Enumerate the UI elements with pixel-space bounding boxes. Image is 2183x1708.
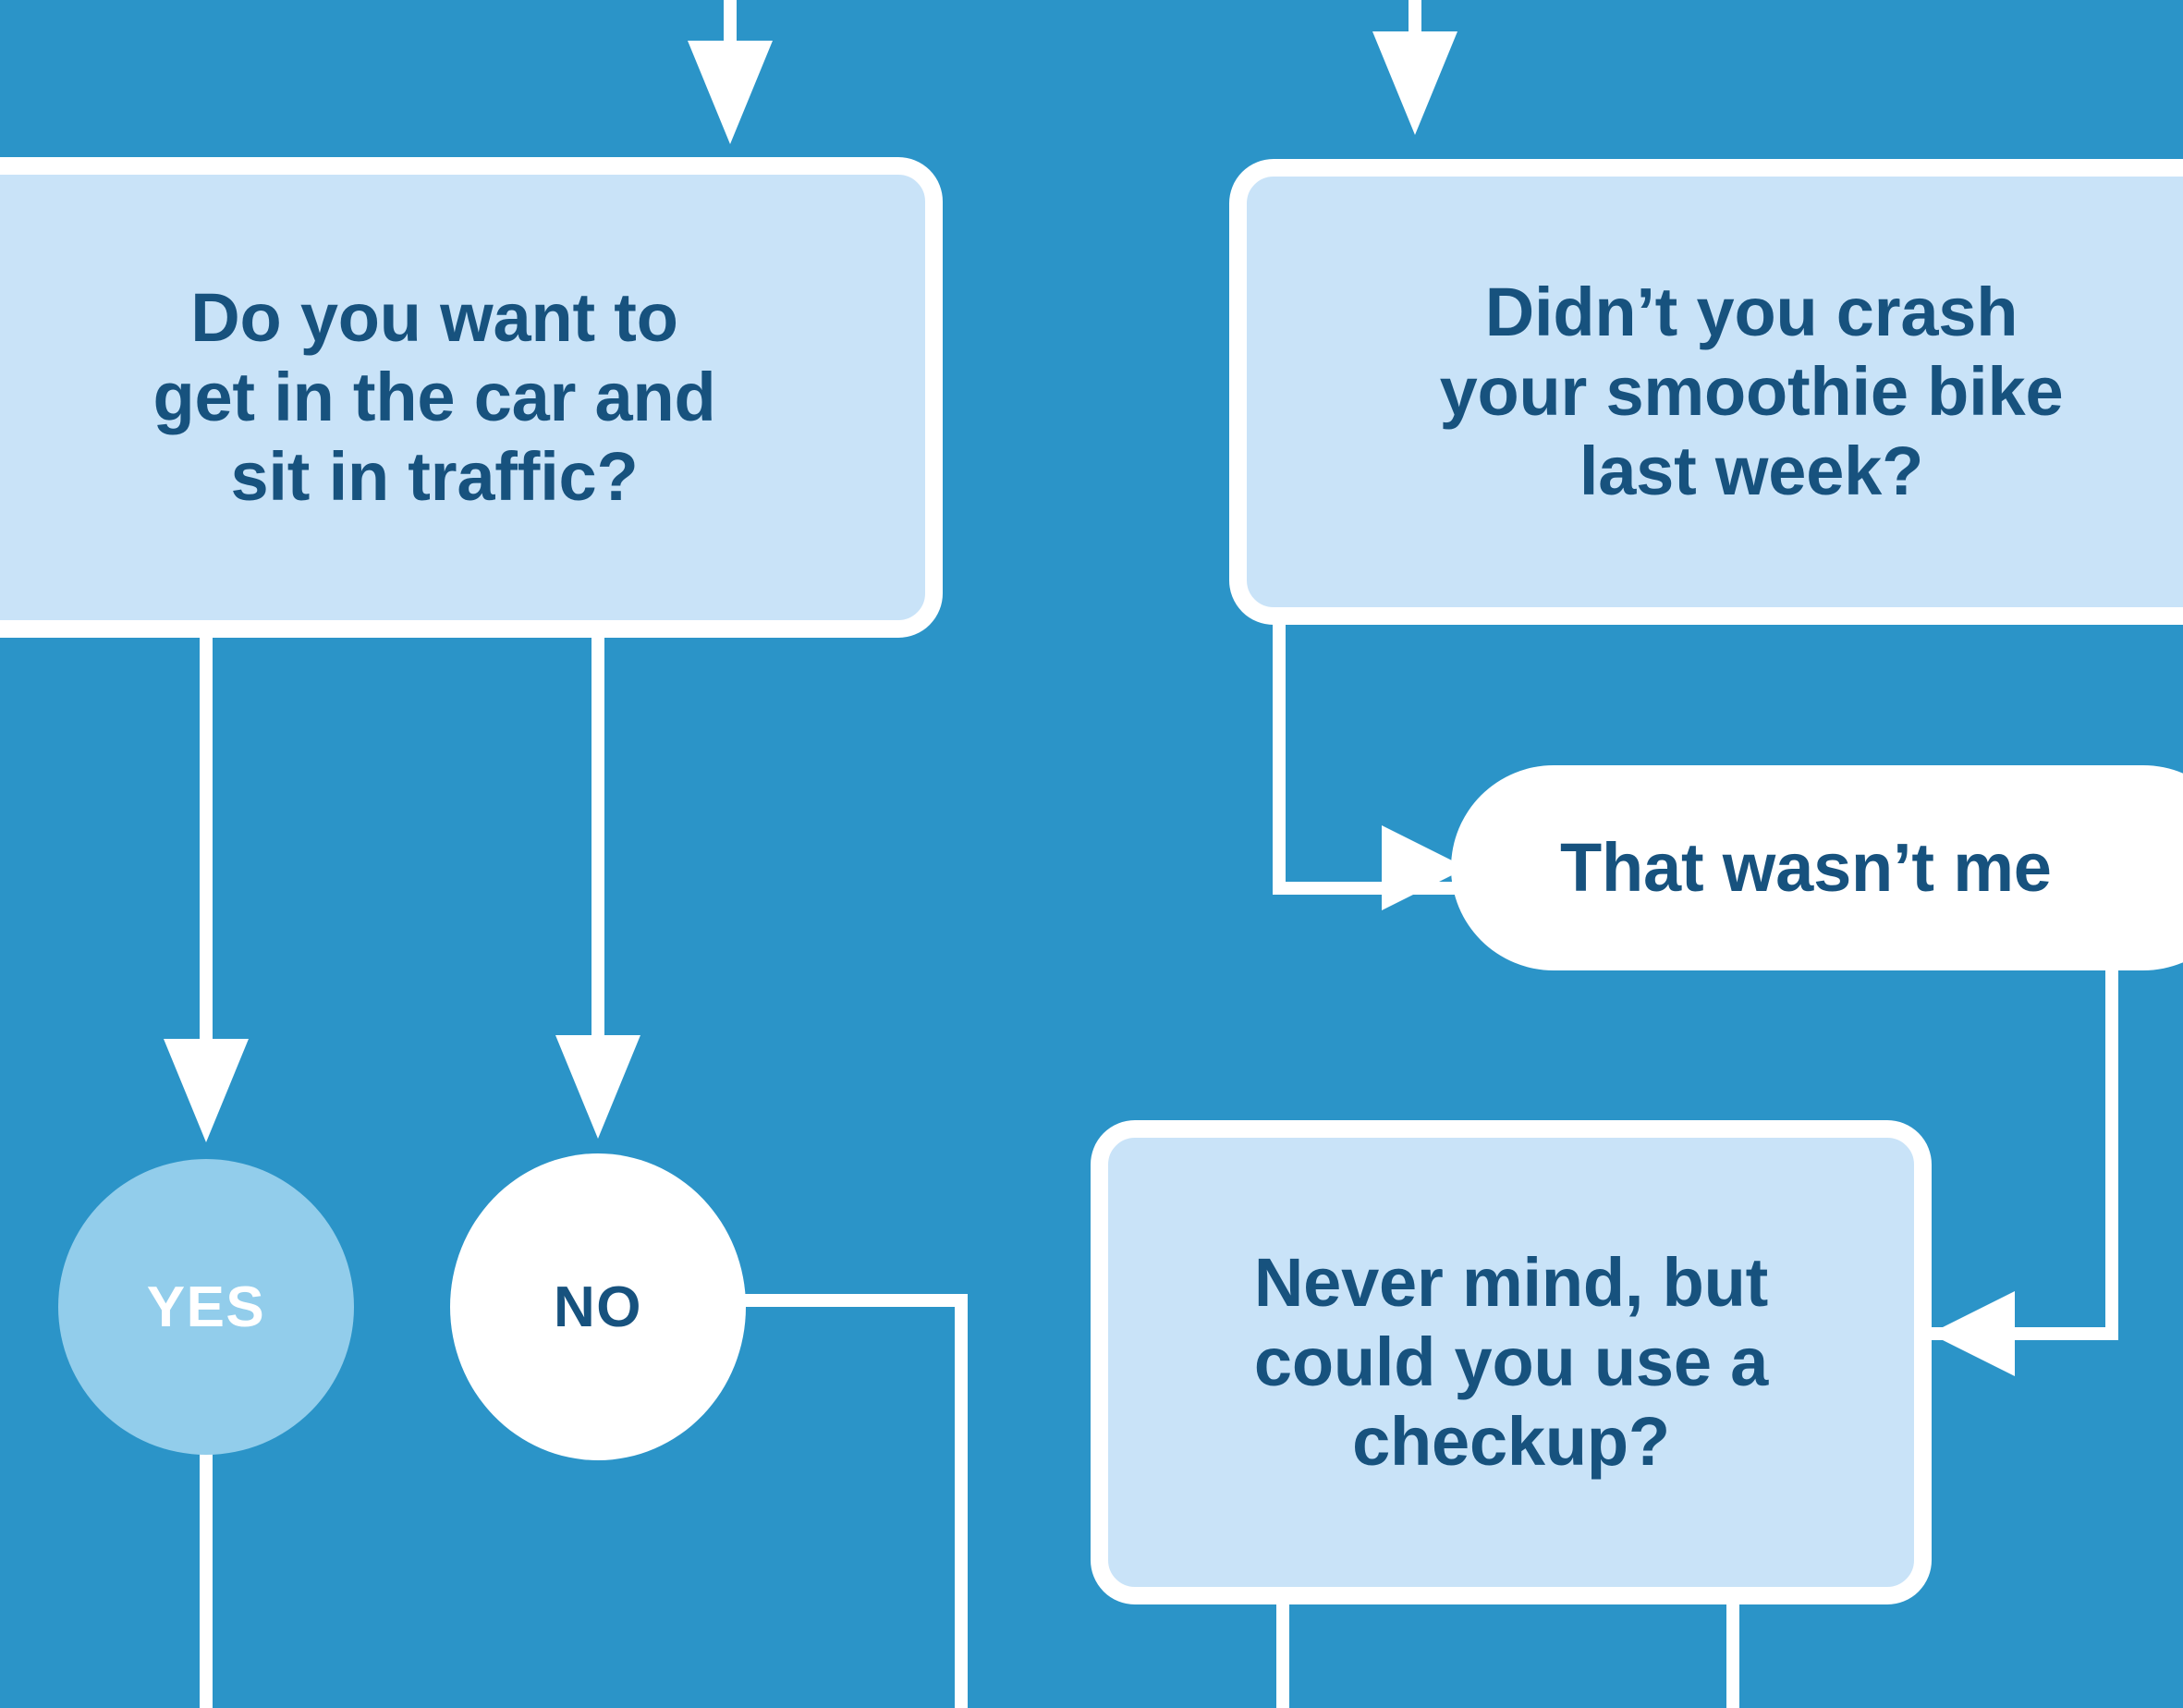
answer-circle-yes[interactable]: YES: [58, 1159, 354, 1455]
question-box-traffic-text: Do you want to get in the car and sit in…: [132, 278, 736, 516]
answer-circle-no-label: NO: [554, 1275, 642, 1339]
arrow-into-q-traffic: [688, 41, 773, 144]
answer-circle-yes-label: YES: [146, 1275, 266, 1339]
checkup-line-1: Never mind, but: [1253, 1244, 1769, 1322]
question-box-smoothie-bike-text: Didn’t you crash your smoothie bike last…: [1420, 273, 2084, 510]
checkup-line-3: checkup?: [1352, 1402, 1670, 1480]
arrow-into-yes: [164, 1039, 249, 1142]
connector-traffic-to-no: [591, 634, 604, 1041]
arrow-into-no: [555, 1035, 640, 1139]
connector-top-left-stem: [724, 0, 737, 46]
traffic-line-1: Do you want to: [190, 279, 678, 357]
question-box-traffic[interactable]: Do you want to get in the car and sit in…: [0, 157, 943, 638]
question-box-smoothie-bike[interactable]: Didn’t you crash your smoothie bike last…: [1229, 159, 2183, 625]
connector-no-right: [735, 1294, 968, 1307]
question-box-checkup-text: Never mind, but could you use a checkup?: [1234, 1243, 1788, 1481]
connector-bike-down: [1273, 612, 1286, 895]
connector-notme-down: [2105, 963, 2118, 1340]
connector-checkup-down-left: [1276, 1599, 1289, 1708]
answer-circle-no[interactable]: NO: [450, 1153, 746, 1460]
connector-yes-down: [200, 1451, 213, 1708]
bike-line-3: last week?: [1579, 432, 1924, 509]
connector-checkup-down-right: [1726, 1599, 1739, 1708]
arrow-into-checkup: [1930, 1291, 2015, 1376]
bike-line-1: Didn’t you crash: [1484, 274, 2018, 351]
question-box-checkup[interactable]: Never mind, but could you use a checkup?: [1091, 1120, 1932, 1604]
connector-traffic-to-yes: [200, 634, 213, 1044]
connector-no-down: [955, 1294, 968, 1708]
answer-pill-text: That wasn’t me: [1560, 829, 2052, 907]
checkup-line-2: could you use a: [1253, 1324, 1769, 1401]
traffic-line-3: sit in traffic?: [230, 437, 639, 515]
answer-pill-that-wasnt-me[interactable]: That wasn’t me: [1451, 765, 2183, 970]
bike-line-2: your smoothie bike: [1439, 353, 2064, 431]
arrow-into-q-bike: [1372, 31, 1457, 135]
connector-top-right-stem: [1409, 0, 1421, 37]
traffic-line-2: get in the car and: [152, 359, 716, 436]
